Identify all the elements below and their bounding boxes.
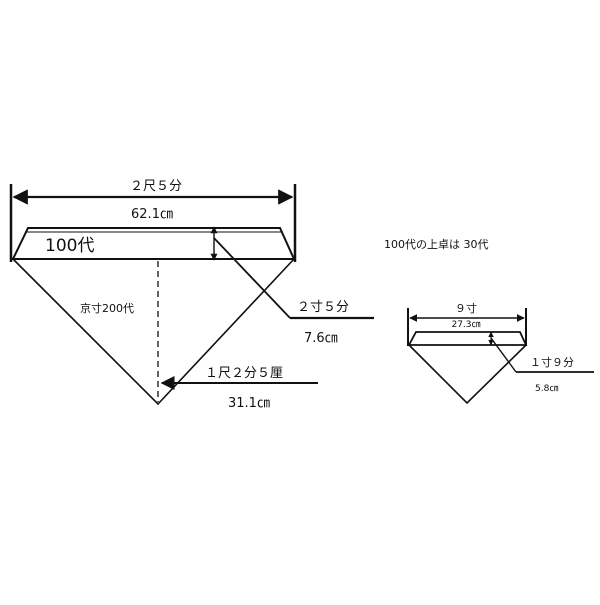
large-table-drawing: ２尺５分 62.1㎝ 100代 京寸200代 ２寸５分 7.6㎝ １尺２分５厘 …: [9, 179, 374, 411]
small-height-sun-label: １寸９分: [530, 355, 574, 369]
large-triangle-body: [12, 258, 295, 406]
small-top-band: [407, 331, 528, 346]
small-height-leader: [490, 337, 517, 373]
large-height-cm-label: 7.6㎝: [304, 331, 338, 346]
small-triangle-body: [408, 344, 527, 405]
large-side-cm-label: 31.1㎝: [228, 396, 270, 411]
large-height-sun-label: ２寸５分: [297, 300, 349, 315]
small-height-cm-label: 5.8㎝: [535, 384, 558, 394]
large-width-shaku-label: ２尺５分: [130, 179, 182, 194]
large-width-cm-label: 62.1㎝: [131, 207, 173, 222]
upper-table-note: 100代の上卓は 30代: [384, 238, 489, 251]
small-width-cm-label: 27.3㎝: [451, 320, 480, 330]
small-width-sun-label: ９寸: [455, 301, 477, 315]
large-height-leader: [213, 237, 291, 319]
large-table-label: 100代: [45, 236, 94, 256]
small-table-drawing: ９寸 27.3㎝ １寸９分 5.8㎝: [407, 301, 594, 405]
large-side-shaku-label: １尺２分５厘: [205, 366, 283, 381]
large-depth-label: 京寸200代: [80, 301, 134, 315]
